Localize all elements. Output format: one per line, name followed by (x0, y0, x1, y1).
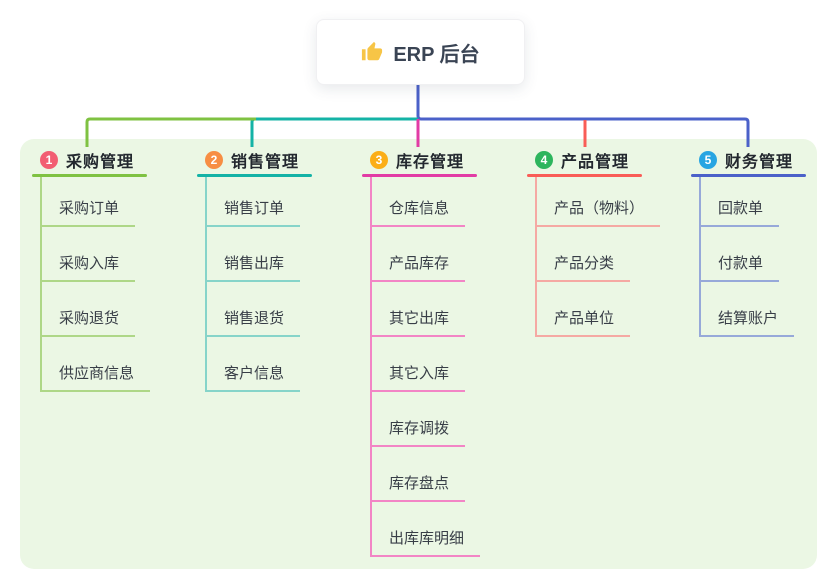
node-stock-count[interactable]: 库存盘点 (372, 447, 466, 502)
node-purchase-order[interactable]: 采购订单 (42, 177, 136, 227)
branch-number-badge: 5 (699, 151, 717, 169)
node-other-outbound[interactable]: 其它出库 (372, 282, 466, 337)
branch-number-badge: 3 (370, 151, 388, 169)
node-settlement-account[interactable]: 结算账户 (701, 282, 795, 337)
branch-product: 4 产品管理 产品（物料） 产品分类 产品单位 (527, 146, 661, 337)
branch-product-children: 产品（物料） 产品分类 产品单位 (535, 177, 661, 337)
node-sales-outbound[interactable]: 销售出库 (207, 227, 301, 282)
branch-underline (197, 174, 312, 177)
connector-root-and-finance (416, 83, 750, 147)
node-purchase-return[interactable]: 采购退货 (42, 282, 136, 337)
connector-purchase (85, 117, 256, 147)
root-node-erp[interactable]: ERP 后台 (316, 19, 525, 85)
connector-sales (250, 117, 418, 147)
branch-finance-children: 回款单 付款单 结算账户 (699, 177, 795, 337)
branch-purchase: 1 采购管理 采购订单 采购入库 采购退货 供应商信息 (32, 146, 151, 392)
node-stock-detail[interactable]: 出库库明细 (372, 502, 481, 557)
branch-purchase-header[interactable]: 1 采购管理 (32, 146, 150, 174)
branch-title: 产品管理 (561, 154, 630, 171)
branch-sales-children: 销售订单 销售出库 销售退货 客户信息 (205, 177, 301, 392)
root-node-title: ERP 后台 (393, 43, 480, 66)
branch-title: 库存管理 (396, 154, 465, 171)
branch-number-badge: 2 (205, 151, 223, 169)
node-stock-transfer[interactable]: 库存调拨 (372, 392, 466, 447)
node-sales-return[interactable]: 销售退货 (207, 282, 301, 337)
branch-finance-header[interactable]: 5 财务管理 (691, 146, 806, 174)
node-payment-note[interactable]: 付款单 (701, 227, 780, 282)
branch-sales: 2 销售管理 销售订单 销售出库 销售退货 客户信息 (197, 146, 312, 392)
node-product-stock[interactable]: 产品库存 (372, 227, 466, 282)
branch-title: 采购管理 (66, 154, 135, 171)
branch-inventory: 3 库存管理 仓库信息 产品库存 其它出库 其它入库 库存调拨 库存盘点 出库库… (362, 146, 481, 557)
node-sales-order[interactable]: 销售订单 (207, 177, 301, 227)
branch-sales-header[interactable]: 2 销售管理 (197, 146, 312, 174)
branch-underline (527, 174, 642, 177)
node-product-category[interactable]: 产品分类 (537, 227, 631, 282)
node-purchase-inbound[interactable]: 采购入库 (42, 227, 136, 282)
branch-inventory-children: 仓库信息 产品库存 其它出库 其它入库 库存调拨 库存盘点 出库库明细 (370, 177, 481, 557)
node-product-material[interactable]: 产品（物料） (537, 177, 661, 227)
branch-finance: 5 财务管理 回款单 付款单 结算账户 (691, 146, 806, 337)
branch-underline (691, 174, 806, 177)
branch-underline (362, 174, 477, 177)
branch-product-header[interactable]: 4 产品管理 (527, 146, 660, 174)
branch-title: 财务管理 (725, 154, 794, 171)
thumbs-up-icon (362, 41, 383, 61)
node-warehouse-info[interactable]: 仓库信息 (372, 177, 466, 227)
branches-background-band (20, 139, 817, 569)
branch-underline (32, 174, 147, 177)
branch-number-badge: 4 (535, 151, 553, 169)
node-supplier-info[interactable]: 供应商信息 (42, 337, 151, 392)
node-receipt-note[interactable]: 回款单 (701, 177, 780, 227)
node-other-inbound[interactable]: 其它入库 (372, 337, 466, 392)
node-customer-info[interactable]: 客户信息 (207, 337, 301, 392)
node-product-unit[interactable]: 产品单位 (537, 282, 631, 337)
branch-inventory-header[interactable]: 3 库存管理 (362, 146, 480, 174)
branch-purchase-children: 采购订单 采购入库 采购退货 供应商信息 (40, 177, 151, 392)
branch-number-badge: 1 (40, 151, 58, 169)
branch-title: 销售管理 (231, 154, 300, 171)
